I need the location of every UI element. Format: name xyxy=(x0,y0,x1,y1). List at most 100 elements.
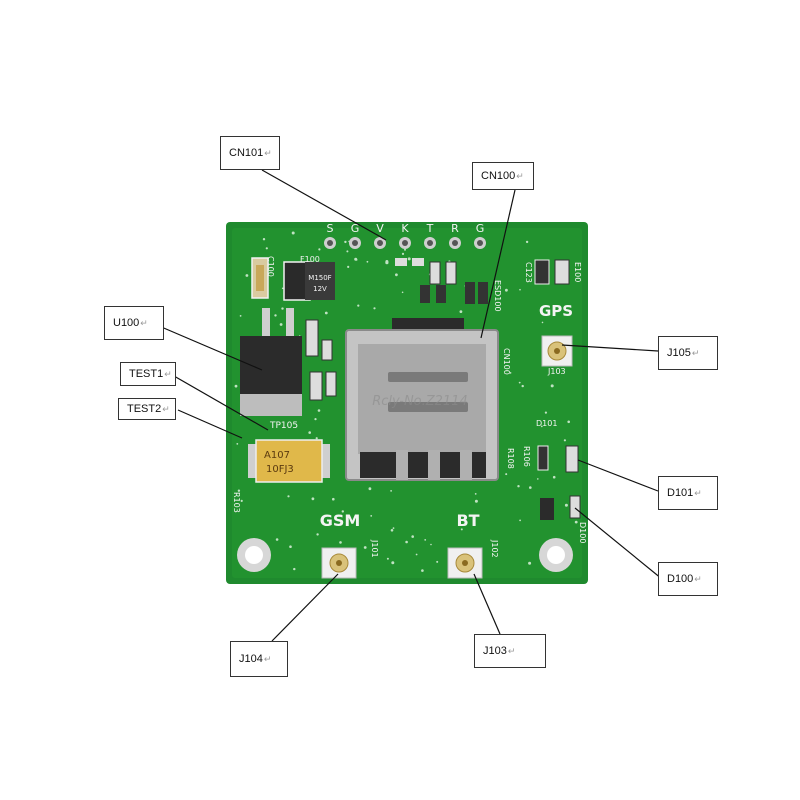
tp105-label: TP105 xyxy=(269,421,298,431)
via-dot xyxy=(390,490,392,492)
return-mark: ↵ xyxy=(140,317,148,328)
via-dot xyxy=(344,240,347,244)
callout-label: D101 xyxy=(667,487,694,499)
bt-connector: BT J102 xyxy=(447,511,499,579)
leader-d101 xyxy=(577,459,659,492)
via-dot xyxy=(474,499,478,503)
callout-cn101: CN101↵ xyxy=(220,136,280,170)
leader-j105 xyxy=(561,344,659,352)
callout-label: J103 xyxy=(483,645,507,657)
via-dot xyxy=(308,431,312,434)
via-dot xyxy=(373,307,376,310)
via-dot xyxy=(390,529,394,532)
callout-label: U100 xyxy=(113,317,140,329)
via-dot xyxy=(525,240,529,244)
callout-label: J104 xyxy=(239,653,263,665)
via-dot xyxy=(281,287,284,290)
header-pin-label: R xyxy=(451,222,459,235)
via-dot xyxy=(391,561,395,565)
callout-label: TEST2 xyxy=(127,403,162,415)
r108-label: R108 xyxy=(506,448,515,469)
leader-j103 xyxy=(473,573,501,635)
via-dot xyxy=(519,288,521,291)
j102-silk-label: J102 xyxy=(490,539,499,558)
tantalum-marking: 10FJ3 xyxy=(266,464,294,475)
via-dot xyxy=(332,497,335,501)
via-dot xyxy=(541,321,544,324)
gsm-label: GSM xyxy=(320,511,361,530)
via-dot xyxy=(544,411,548,414)
return-mark: ↵ xyxy=(694,487,702,498)
watermark-text: Rcly-No.Z2114 xyxy=(372,394,468,409)
via-dot xyxy=(505,473,508,476)
via-dot xyxy=(357,304,360,307)
return-mark: ↵ xyxy=(263,653,272,664)
return-mark: ↵ xyxy=(164,368,172,379)
smd-parts-top: M150F 12V F100 C100 C123 E100 ESD100 xyxy=(251,255,582,312)
via-dot xyxy=(366,260,369,263)
via-dot xyxy=(459,310,463,313)
return-mark: ↵ xyxy=(264,147,272,158)
via-dot xyxy=(401,291,404,294)
d100-silk-label: D100 xyxy=(578,522,587,543)
via-dot xyxy=(317,409,321,412)
via-dot xyxy=(346,250,349,253)
via-dot xyxy=(407,257,411,261)
via-dot xyxy=(240,499,243,502)
via-dot xyxy=(401,252,405,255)
via-dot xyxy=(291,231,295,235)
via-dot xyxy=(521,384,524,388)
via-dot xyxy=(339,541,342,544)
via-dot xyxy=(318,248,321,251)
header-pin-label: V xyxy=(376,222,384,235)
via-dot xyxy=(404,248,406,251)
leader-lines xyxy=(151,169,663,642)
via-dot xyxy=(567,420,570,424)
u100-regulator: TP105 xyxy=(240,308,337,431)
r106-label: R106 xyxy=(522,446,531,467)
via-dot xyxy=(411,535,415,538)
e100-label: E100 xyxy=(573,262,582,282)
sim-card-holder: Rcly-No.Z2114 CN100 R108 xyxy=(345,318,515,481)
return-mark: ↵ xyxy=(694,573,702,584)
via-dot xyxy=(563,439,567,442)
via-dot xyxy=(505,288,508,292)
via-dot xyxy=(529,486,532,489)
via-dot xyxy=(474,493,477,495)
gsm-connector: GSM J101 xyxy=(320,511,379,579)
via-dot xyxy=(314,418,317,421)
via-dot xyxy=(239,315,242,317)
leader-test1 xyxy=(173,375,269,431)
j103-silk-top: J103 xyxy=(547,367,566,376)
c100-label: C100 xyxy=(266,256,275,277)
via-dot xyxy=(430,543,432,546)
via-dot xyxy=(315,437,318,440)
tantalum-marking: A107 xyxy=(264,450,290,461)
gps-connector-area: GPS J103 xyxy=(539,302,573,376)
return-mark: ↵ xyxy=(162,403,170,414)
j101-silk-label: J101 xyxy=(370,539,379,558)
via-dot xyxy=(363,546,367,549)
callout-label: J105 xyxy=(667,347,691,359)
leader-d100 xyxy=(574,507,663,580)
callout-test2: TEST2↵ xyxy=(118,398,176,420)
via-dot xyxy=(519,519,521,522)
via-dot xyxy=(262,238,266,241)
header-pin-label: T xyxy=(426,222,434,235)
via-dot xyxy=(460,528,463,531)
via-dot xyxy=(281,307,284,310)
callout-label: CN100 xyxy=(481,170,516,182)
via-dot xyxy=(274,314,277,317)
via-dot xyxy=(324,311,328,315)
regulator-marking: 12V xyxy=(313,285,327,293)
via-dot xyxy=(564,503,568,507)
header-pin-label: G xyxy=(476,222,485,235)
esd100-label: ESD100 xyxy=(493,280,502,312)
callout-cn100: CN100↵ xyxy=(472,162,534,190)
via-dot xyxy=(395,273,398,277)
via-dot xyxy=(415,553,418,556)
via-dot xyxy=(347,265,350,268)
bt-label: BT xyxy=(456,511,479,530)
via-dot xyxy=(236,443,239,445)
